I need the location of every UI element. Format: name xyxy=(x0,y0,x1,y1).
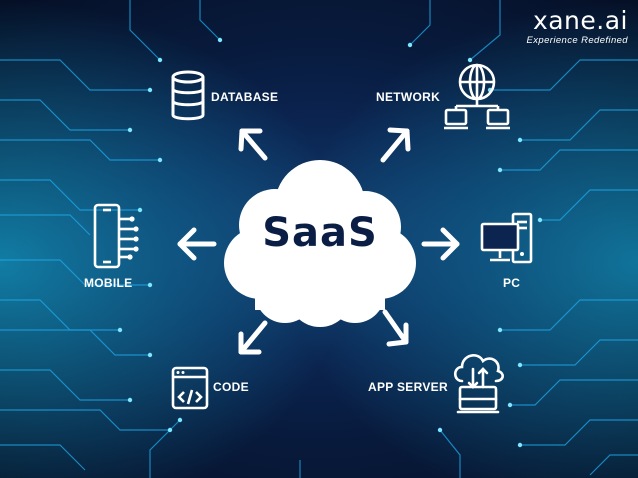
pc-computer-icon xyxy=(480,212,533,264)
database-icon xyxy=(171,70,205,121)
arrow-icon xyxy=(380,127,411,163)
network-globe-icon xyxy=(444,63,510,130)
app-server-label: APP SERVER xyxy=(368,380,448,394)
mobile-label: MOBILE xyxy=(84,276,133,290)
arrow-icon xyxy=(238,128,268,161)
database-label: DATABASE xyxy=(211,90,279,104)
cloud-shape xyxy=(224,160,416,327)
arrow-icon xyxy=(382,309,409,347)
cloud-server-icon xyxy=(453,354,504,414)
brand-tagline: Experience Redefined xyxy=(526,35,628,46)
code-window-icon xyxy=(171,366,209,410)
brand-name: xane.ai xyxy=(532,6,628,35)
center-label: SaaS xyxy=(262,210,378,256)
arrow-icon xyxy=(421,227,460,261)
network-label: NETWORK xyxy=(376,90,441,104)
mobile-phone-icon xyxy=(93,203,139,269)
pc-label: PC xyxy=(503,276,521,290)
code-label: CODE xyxy=(213,380,249,394)
arrow-icon xyxy=(177,227,217,261)
arrow-icon xyxy=(238,320,268,355)
brand-logo: xane.ai Experience Redefined xyxy=(526,6,628,47)
